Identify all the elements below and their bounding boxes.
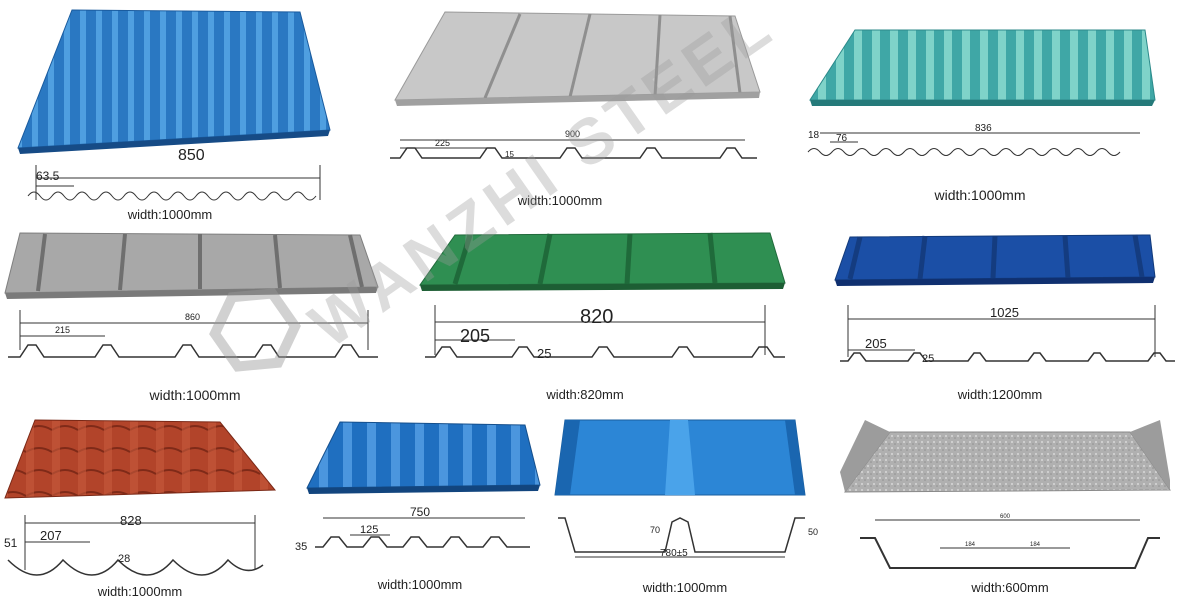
dim-width-2: 900 <box>565 129 580 139</box>
product-panel-10: 600 184 184 width:600mm <box>830 410 1190 600</box>
dim-pitch-7: 207 <box>40 528 62 543</box>
sheet-image-4 <box>4 232 379 299</box>
product-panel-8: 750 125 35 width:1000mm <box>295 410 550 600</box>
caption-5: width:820mm <box>546 387 624 402</box>
product-panel-3: 836 76 18 width:1000mm <box>800 0 1200 215</box>
dim-left-10: 184 <box>965 542 976 548</box>
product-panel-5: 820 205 25 width:820mm <box>415 225 795 405</box>
dim-width-6: 1025 <box>990 305 1019 320</box>
dim-pitch-6: 205 <box>865 336 887 351</box>
dim-width-3: 836 <box>975 123 992 134</box>
sheet-image-8 <box>306 421 541 494</box>
caption-3: width:1000mm <box>934 187 1026 203</box>
dim-width-10: 600 <box>1000 514 1011 520</box>
dim-width-4: 860 <box>185 312 200 322</box>
dim-pitch-3: 76 <box>836 133 848 144</box>
dim-width-7: 828 <box>120 513 142 528</box>
product-panel-9: 780±5 70 50 width:1000mm <box>550 410 820 600</box>
dim-width-5: 820 <box>580 306 613 328</box>
dim-height-8: 35 <box>295 541 307 553</box>
dim-width-8: 750 <box>410 505 430 519</box>
product-panel-7: 828 207 51 28 width:1000mm <box>0 410 290 600</box>
product-panel-4: 860 215 width:1000mm <box>0 225 390 405</box>
dim-width-9: 780±5 <box>660 548 688 559</box>
caption-1: width:1000mm <box>127 207 213 222</box>
dim-height-6: 25 <box>922 353 934 365</box>
sheet-image-10 <box>840 420 1171 493</box>
dim-pitch-5: 205 <box>460 326 490 346</box>
product-panel-1: 850 63.5 width:1000mm <box>0 0 340 230</box>
dim-width-1: 850 <box>178 147 205 164</box>
dim-pitch-8: 125 <box>360 524 378 536</box>
sheet-image-6 <box>834 234 1156 286</box>
sheet-image-5 <box>419 232 786 291</box>
dim-rib-9: 70 <box>650 525 660 535</box>
caption-2: width:1000mm <box>517 193 603 208</box>
dim-height-9: 50 <box>808 527 818 537</box>
sheet-image-1 <box>17 9 331 154</box>
caption-7: width:1000mm <box>97 584 183 599</box>
dim-pitch-2: 225 <box>435 138 450 148</box>
caption-8: width:1000mm <box>377 577 463 592</box>
dim-height-5: 25 <box>537 346 551 361</box>
caption-4: width:1000mm <box>149 387 241 403</box>
caption-9: width:1000mm <box>642 580 728 595</box>
dim-step-7: 51 <box>4 536 18 550</box>
sheet-image-3 <box>809 29 1156 106</box>
sheet-image-9 <box>554 419 806 496</box>
dim-right-10: 184 <box>1030 542 1041 548</box>
dim-height-2: 15 <box>505 150 514 159</box>
dim-pitch-1: 63.5 <box>36 169 60 183</box>
dim-pitch-4: 215 <box>55 325 70 335</box>
sheet-image-7 <box>4 419 277 499</box>
caption-6: width:1200mm <box>957 387 1043 402</box>
dim-height-7: 28 <box>118 553 130 565</box>
sheet-image-2 <box>394 11 761 106</box>
product-panel-2: 900 225 15 width:1000mm <box>385 0 785 215</box>
product-panel-6: 1025 205 25 width:1200mm <box>830 225 1190 405</box>
caption-10: width:600mm <box>971 580 1049 595</box>
dim-height-3: 18 <box>808 130 820 141</box>
